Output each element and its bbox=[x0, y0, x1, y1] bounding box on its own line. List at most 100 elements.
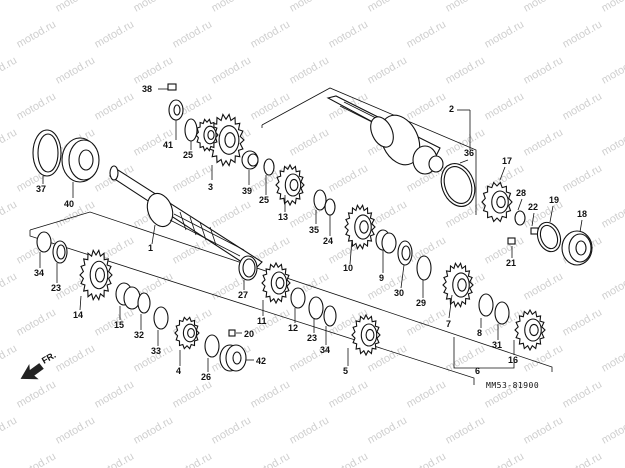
callout-39: 39 bbox=[242, 186, 252, 196]
watermark-text: motod.ru bbox=[93, 450, 137, 468]
front-direction-arrow: FR. bbox=[20, 350, 58, 380]
watermark-text: motod.ru bbox=[522, 126, 566, 158]
watermark-text: motod.ru bbox=[600, 414, 625, 446]
watermark-text: motod.ru bbox=[93, 378, 137, 410]
callout-23-right: 23 bbox=[307, 333, 317, 343]
callout-25-right: 25 bbox=[259, 195, 269, 205]
callout-25-upper: 25 bbox=[183, 150, 193, 160]
callout-29: 29 bbox=[416, 298, 426, 308]
watermark-text: motod.ru bbox=[0, 414, 19, 446]
watermark-text: motod.ru bbox=[15, 90, 59, 122]
callout-35: 35 bbox=[309, 225, 319, 235]
watermark-text: motod.ru bbox=[54, 54, 98, 86]
watermark-text: motod.ru bbox=[405, 378, 449, 410]
watermark-text: motod.ru bbox=[249, 18, 293, 50]
watermark-text: motod.ru bbox=[132, 0, 176, 15]
callout-42: 42 bbox=[256, 356, 266, 366]
ring-parts bbox=[32, 83, 593, 372]
watermark-text: motod.ru bbox=[0, 54, 19, 86]
callout-8: 8 bbox=[477, 328, 482, 338]
gear-7 bbox=[442, 261, 474, 309]
countershaft-frame bbox=[29, 211, 553, 385]
watermark-text: motod.ru bbox=[210, 198, 254, 230]
watermark-text: motod.ru bbox=[327, 162, 371, 194]
callout-3: 3 bbox=[208, 182, 213, 192]
callout-2: 2 bbox=[449, 104, 454, 114]
callout-13: 13 bbox=[278, 212, 288, 222]
watermark-text: motod.ru bbox=[54, 198, 98, 230]
callout-23-left: 23 bbox=[51, 283, 61, 293]
watermark-text: motod.ru bbox=[444, 414, 488, 446]
callout-5: 5 bbox=[343, 366, 348, 376]
watermark-text: motod.ru bbox=[0, 198, 19, 230]
watermark-text: motod.ru bbox=[600, 126, 625, 158]
watermark-text: motod.ru bbox=[210, 414, 254, 446]
watermark-text: motod.ru bbox=[249, 450, 293, 468]
callout-20: 20 bbox=[244, 329, 254, 339]
watermark-text: motod.ru bbox=[93, 90, 137, 122]
watermark-text: motod.ru bbox=[0, 0, 19, 15]
watermark-text: motod.ru bbox=[210, 0, 254, 15]
watermark-text: motod.ru bbox=[327, 18, 371, 50]
gear-10 bbox=[344, 203, 376, 251]
callout-26: 26 bbox=[201, 372, 211, 382]
gear-5 bbox=[351, 313, 381, 357]
gear-3-inner bbox=[195, 118, 219, 152]
watermark-text: motod.ru bbox=[522, 0, 566, 15]
watermark-text: motod.ru bbox=[522, 414, 566, 446]
watermark-text: motod.ru bbox=[54, 0, 98, 15]
watermark-text: motod.ru bbox=[171, 450, 215, 468]
watermark-text: motod.ru bbox=[600, 0, 625, 15]
callout-1: 1 bbox=[148, 243, 153, 253]
watermark-text: motod.ru bbox=[561, 18, 605, 50]
watermark-text: motod.ru bbox=[561, 450, 605, 468]
callout-40: 40 bbox=[64, 199, 74, 209]
gear-parts bbox=[79, 113, 546, 357]
gear-11 bbox=[261, 261, 291, 305]
watermark-text: motod.ru bbox=[15, 378, 59, 410]
callout-11: 11 bbox=[257, 316, 267, 326]
callout-27: 27 bbox=[238, 290, 248, 300]
watermark-text: motod.ru bbox=[171, 378, 215, 410]
watermark-text: motod.ru bbox=[405, 306, 449, 338]
watermark-text: motod.ru bbox=[288, 414, 332, 446]
callout-19: 19 bbox=[549, 195, 559, 205]
watermark-text: motod.ru bbox=[600, 198, 625, 230]
watermark-text: motod.ru bbox=[288, 0, 332, 15]
watermark-text: motod.ru bbox=[600, 54, 625, 86]
watermark-text: motod.ru bbox=[483, 450, 527, 468]
callout-22: 22 bbox=[528, 202, 538, 212]
watermark-text: motod.ru bbox=[366, 54, 410, 86]
watermark-text: motod.ru bbox=[366, 0, 410, 15]
callout-30: 30 bbox=[394, 288, 404, 298]
watermark-text: motod.ru bbox=[288, 126, 332, 158]
watermark-text: motod.ru bbox=[366, 414, 410, 446]
callout-31: 31 bbox=[492, 340, 502, 350]
watermark-text: motod.ru bbox=[522, 54, 566, 86]
callout-4: 4 bbox=[176, 366, 181, 376]
callout-10: 10 bbox=[343, 263, 353, 273]
gear-14 bbox=[79, 249, 113, 301]
watermark-text: motod.ru bbox=[249, 306, 293, 338]
callout-33: 33 bbox=[151, 346, 161, 356]
watermark-text: motod.ru bbox=[93, 18, 137, 50]
watermark-text: motod.ru bbox=[600, 270, 625, 302]
callout-24: 24 bbox=[323, 236, 333, 246]
watermark-text: motod.ru bbox=[522, 270, 566, 302]
watermark-text: motod.ru bbox=[561, 306, 605, 338]
watermark-text: motod.ru bbox=[0, 126, 19, 158]
callout-32: 32 bbox=[134, 330, 144, 340]
watermark-text: motod.ru bbox=[171, 18, 215, 50]
watermark-text: motod.ru bbox=[405, 90, 449, 122]
callout-34-right: 34 bbox=[320, 345, 330, 355]
callout-17: 17 bbox=[502, 156, 512, 166]
watermark-text: motod.ru bbox=[327, 378, 371, 410]
watermark-text: motod.ru bbox=[132, 414, 176, 446]
watermark-text: motod.ru bbox=[15, 234, 59, 266]
watermark-text: motod.ru bbox=[483, 234, 527, 266]
watermark-text: motod.ru bbox=[288, 54, 332, 86]
watermark-text: motod.ru bbox=[483, 18, 527, 50]
watermark-text: motod.ru bbox=[0, 270, 19, 302]
callout-9: 9 bbox=[379, 273, 384, 283]
